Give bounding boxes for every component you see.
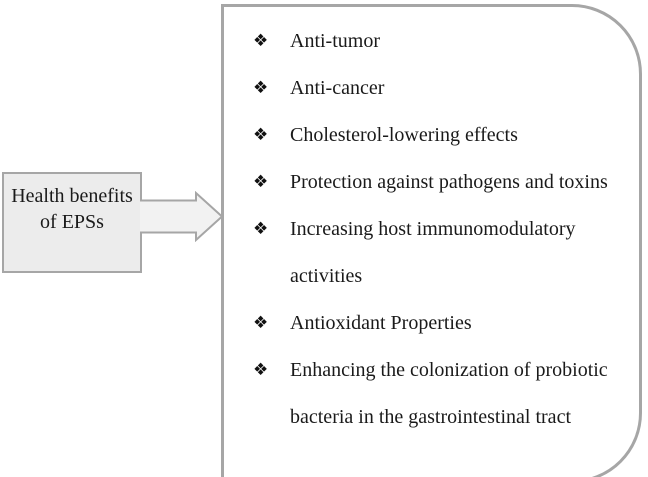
list-item-text: Increasing host immunomodulatory activit…: [290, 218, 576, 287]
list-item-text: Protection against pathogens and toxins: [290, 171, 608, 193]
benefits-box: ❖ Anti-tumor ❖ Anti-cancer ❖ Cholesterol…: [221, 4, 642, 477]
list-item-text: Enhancing the colonization of probiotic …: [290, 359, 608, 428]
list-item: ❖ Anti-cancer: [224, 65, 639, 112]
diamond-bullet-icon: ❖: [253, 219, 269, 239]
diamond-bullet-icon: ❖: [253, 78, 269, 98]
right-arrow-icon: [140, 191, 224, 242]
list-item: ❖ Protection against pathogens and toxin…: [224, 159, 639, 206]
benefits-list: ❖ Anti-tumor ❖ Anti-cancer ❖ Cholesterol…: [224, 18, 639, 441]
list-item: ❖ Antioxidant Properties: [224, 300, 639, 347]
list-item: ❖ Anti-tumor: [224, 18, 639, 65]
diamond-bullet-icon: ❖: [253, 31, 269, 51]
diamond-bullet-icon: ❖: [253, 360, 269, 380]
list-item-text: Anti-tumor: [290, 30, 380, 52]
list-item-text: Cholesterol-lowering effects: [290, 124, 518, 146]
list-item-text: Antioxidant Properties: [290, 312, 472, 334]
list-item-text: Anti-cancer: [290, 77, 385, 99]
diamond-bullet-icon: ❖: [253, 125, 269, 145]
list-item: ❖ Increasing host immunomodulatory activ…: [224, 206, 639, 300]
list-item: ❖ Cholesterol-lowering effects: [224, 112, 639, 159]
diamond-bullet-icon: ❖: [253, 172, 269, 192]
right-arrow-shape: [140, 191, 224, 242]
source-box-label: Health benefits of EPSs: [11, 185, 133, 233]
diamond-bullet-icon: ❖: [253, 313, 269, 333]
list-item: ❖ Enhancing the colonization of probioti…: [224, 347, 639, 441]
source-box: Health benefits of EPSs: [2, 172, 142, 273]
